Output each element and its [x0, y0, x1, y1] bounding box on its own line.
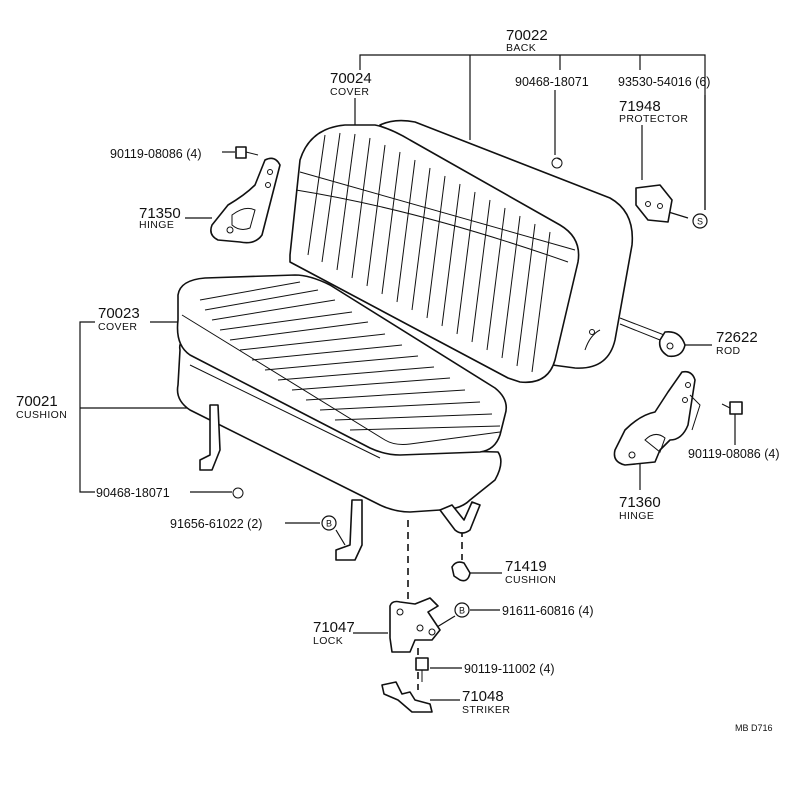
bolt-symbol-b2: B [454, 602, 470, 618]
svg-text:S: S [697, 217, 703, 227]
cushion-cover-part-number: 70023 [98, 305, 140, 322]
hinge-bolt-right [721, 401, 743, 415]
protector-name: PROTECTOR [619, 113, 688, 125]
cushion-ring-part-number: 90468-18071 [96, 486, 170, 500]
back-ring [551, 157, 563, 169]
figure-code: MB D716 [735, 723, 773, 733]
small-cushion-part-number: 71419 [505, 558, 547, 575]
hinge-left [210, 157, 281, 244]
cushion-part-number: 70021 [16, 393, 58, 410]
lock-screw [415, 657, 429, 682]
hinge-left-name: HINGE [139, 219, 174, 231]
hinge-right [613, 370, 701, 466]
back-part-number: 70022 [506, 27, 548, 44]
cushion-name: CUSHION [16, 409, 67, 421]
hinge-right-part-number: 71360 [619, 494, 661, 511]
screw-symbol-s: S [692, 213, 708, 229]
rod [619, 317, 686, 358]
cushion-ring [232, 487, 244, 499]
small-cushion [451, 561, 471, 582]
rod-part-number: 72622 [716, 329, 758, 346]
lock-name: LOCK [313, 635, 343, 647]
bolt-symbol-b1: B [321, 515, 337, 531]
lock-part-number: 71047 [313, 619, 355, 636]
back-ring-part-number: 90468-18071 [515, 75, 589, 89]
hinge-bolt-left-part-number: 90119-08086 (4) [110, 147, 202, 161]
svg-text:B: B [326, 519, 332, 529]
assembly-guide-lines [407, 520, 463, 690]
striker-name: STRIKER [462, 704, 510, 716]
back-cover-name: COVER [330, 86, 369, 98]
hinge-bolt-left [235, 146, 259, 159]
bolt-b1-part-number: 91656-61022 (2) [170, 517, 262, 531]
back-screw-part-number: 93530-54016 (6) [618, 75, 710, 89]
protector-part-number: 71948 [619, 98, 661, 115]
hinge-right-name: HINGE [619, 510, 654, 522]
back-name: BACK [506, 42, 536, 54]
lock [389, 597, 441, 653]
protector [635, 184, 673, 223]
svg-text:B: B [459, 606, 465, 616]
hinge-left-part-number: 71350 [139, 205, 181, 222]
hinge-bolt-right-part-number: 90119-08086 (4) [688, 447, 780, 461]
striker [381, 681, 433, 713]
labels: 70022 BACK 70024 COVER 90468-18071 93530… [16, 27, 780, 733]
back-cover-part-number: 70024 [330, 70, 372, 87]
striker-part-number: 71048 [462, 688, 504, 705]
seat-cushion [176, 274, 508, 561]
lock-screw-part-number: 90119-11002 (4) [464, 662, 555, 676]
seat-back-cover [289, 124, 580, 384]
lock-bolt-part-number: 91611-60816 (4) [502, 604, 594, 618]
small-cushion-name: CUSHION [505, 574, 556, 586]
rod-name: ROD [716, 345, 741, 357]
cushion-cover-name: COVER [98, 321, 137, 333]
